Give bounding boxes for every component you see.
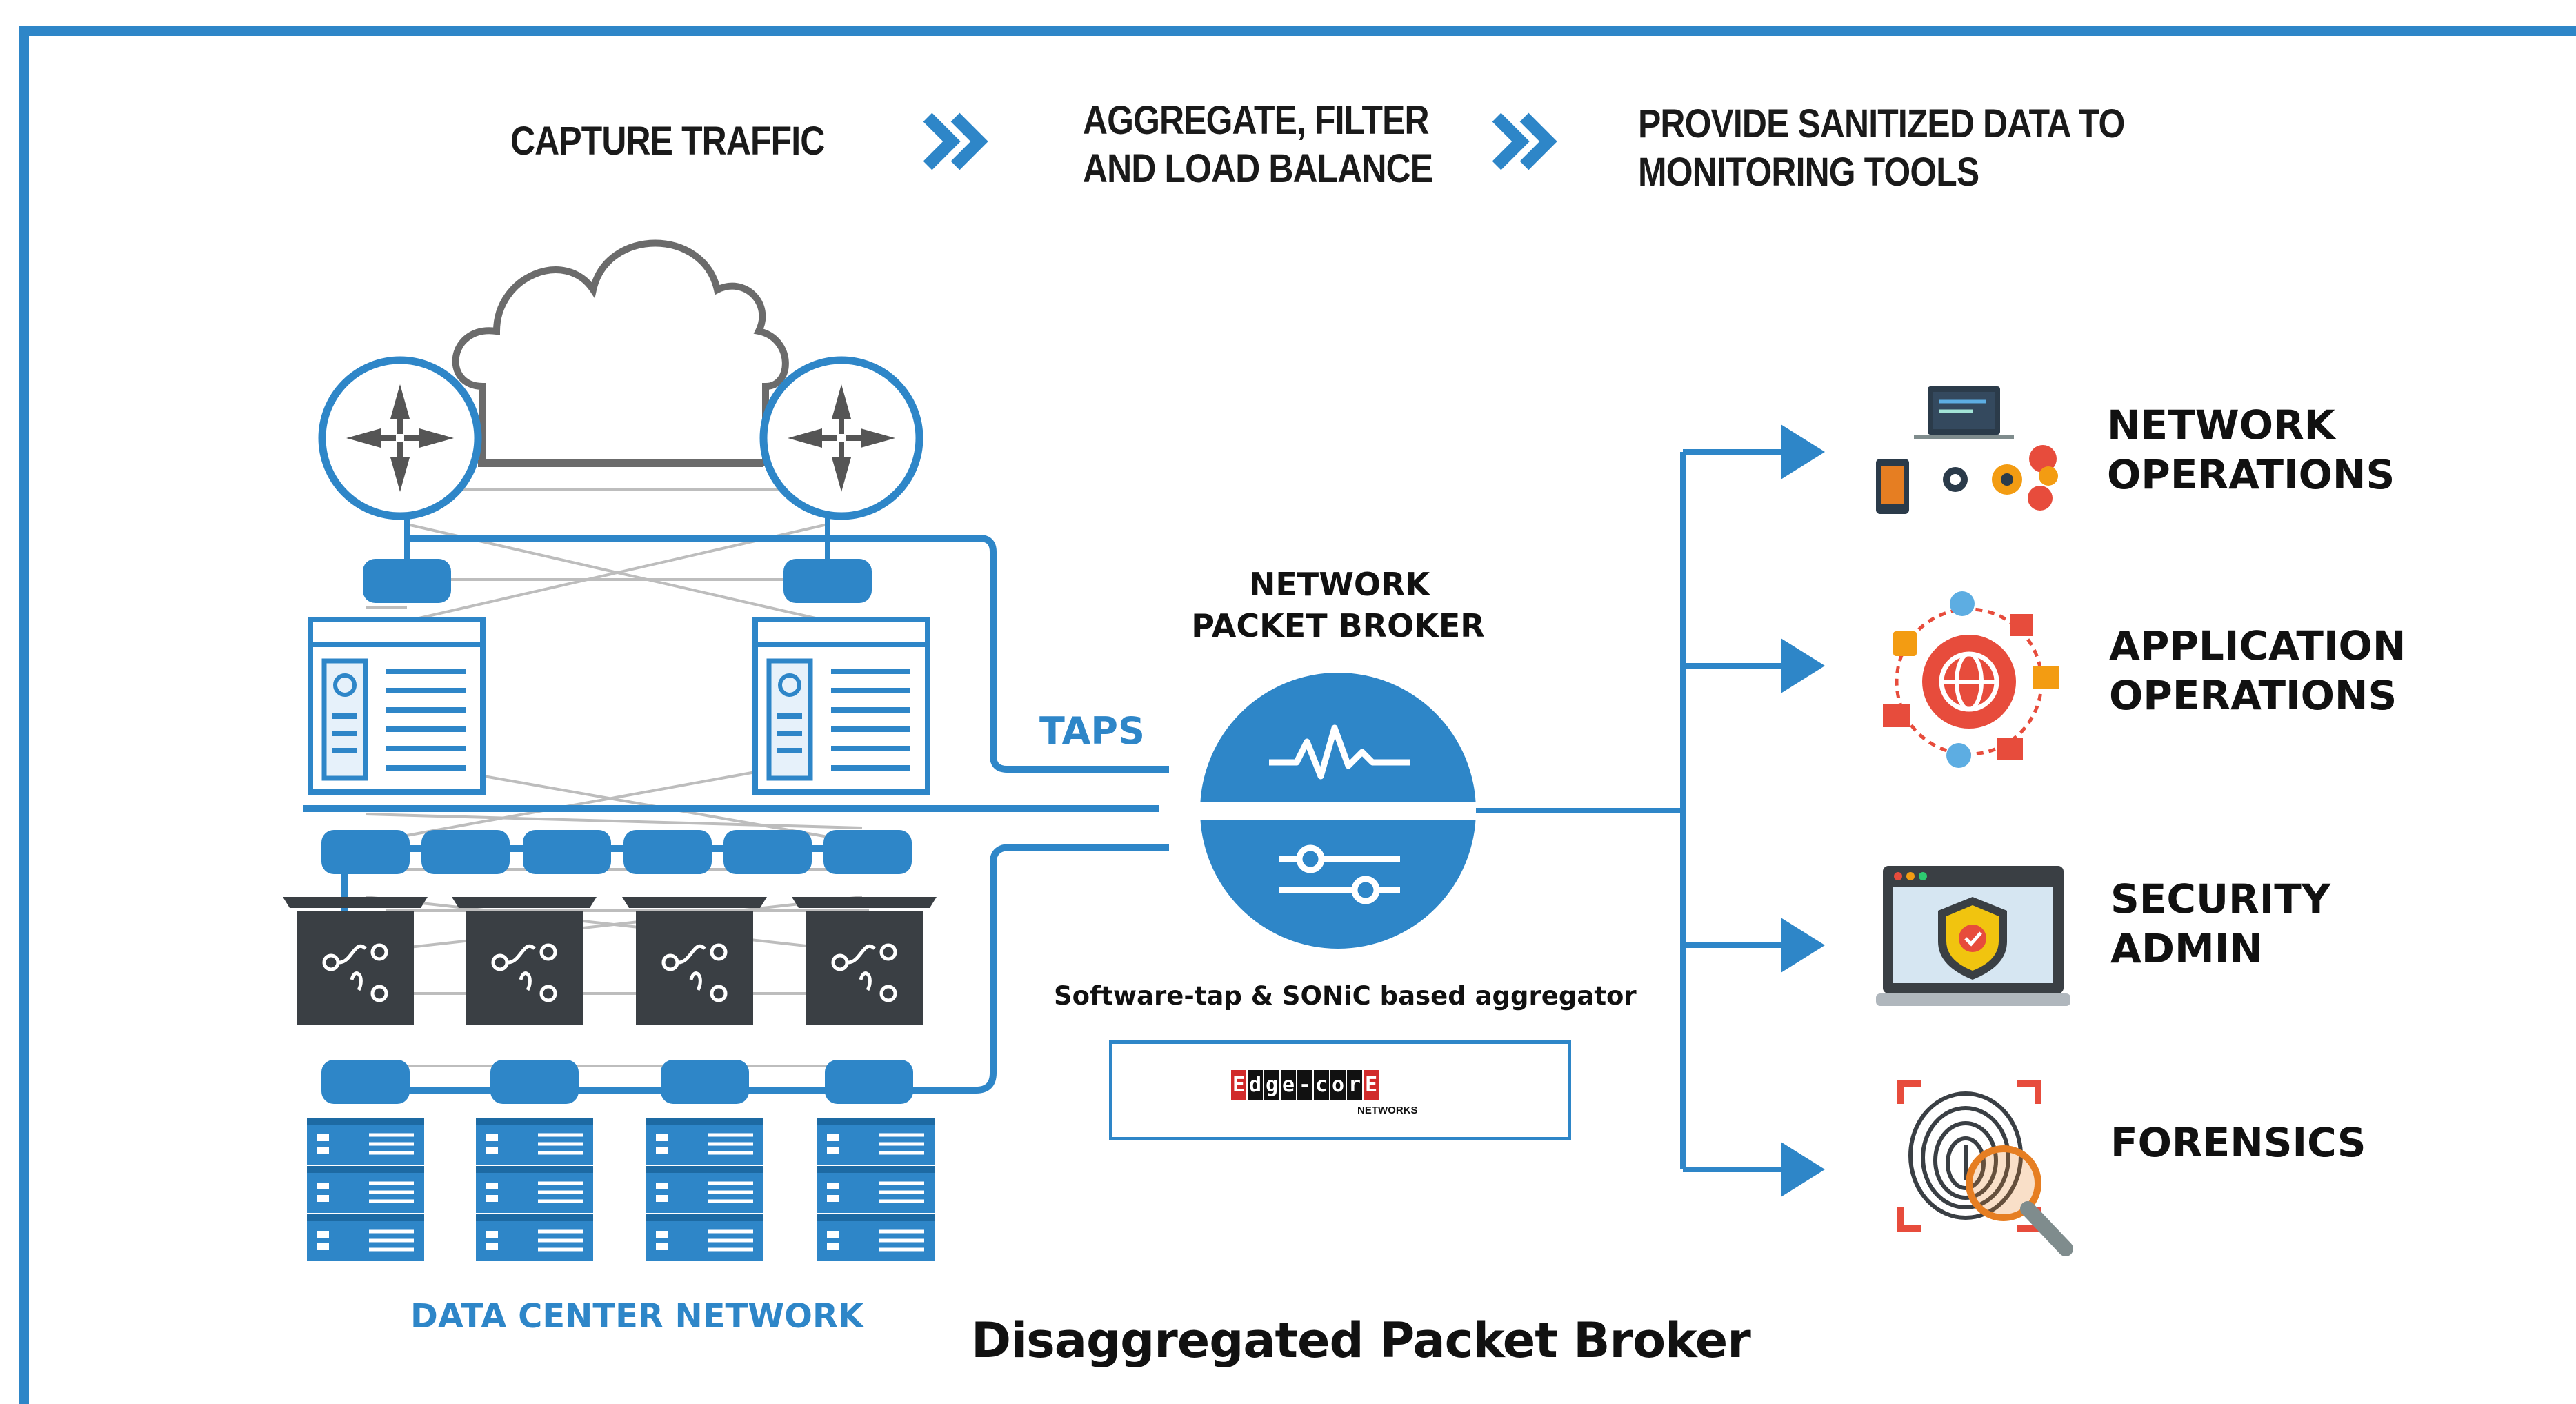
router-icon: [322, 360, 478, 516]
frame-left-border: [19, 26, 29, 1404]
step-capture-traffic: CAPTURE TRAFFIC: [510, 119, 825, 164]
switch-chip-icon: [792, 897, 937, 1025]
edgecore-subtext: NETWORKS: [1357, 1105, 1418, 1116]
spine-switch-icon: [310, 620, 483, 792]
output-label-app-ops-line1: APPLICATION: [2109, 622, 2406, 669]
output-label-app-ops-line2: OPERATIONS: [2109, 672, 2397, 719]
server-rack-icon: [817, 1118, 935, 1261]
data-center-label: DATA CENTER NETWORK: [410, 1297, 864, 1336]
output-label-security-line1: SECURITY: [2110, 876, 2330, 922]
server-rack-icon: [646, 1118, 763, 1261]
server-rack-icon: [307, 1118, 424, 1261]
sliders-icon: [1279, 844, 1400, 904]
port-pill: [783, 559, 872, 603]
shield-laptop-icon: [1876, 866, 2070, 1006]
frame-top-border: [19, 26, 2576, 36]
step-aggregate-line1: AGGREGATE, FILTER: [1083, 98, 1430, 143]
output-label-security-line2: ADMIN: [2110, 925, 2263, 972]
double-chevron-right-icon: [1492, 112, 1557, 170]
double-chevron-right-icon: [923, 112, 988, 170]
devices-icon: [1876, 386, 2058, 514]
broker-title-line1: NETWORK: [1248, 566, 1430, 603]
output-links: [1476, 424, 1825, 1197]
server-rack-icon: [476, 1118, 593, 1261]
broker-title-line2: PACKET BROKER: [1191, 607, 1485, 644]
broker-caption: Software-tap & SONiC based aggregator: [1054, 981, 1637, 1011]
switch-chip-icon: [452, 897, 597, 1025]
fingerprint-magnifier-icon: [1897, 1080, 2073, 1256]
output-label-network-ops-line1: NETWORK: [2107, 402, 2335, 448]
globe-apps-icon: [1883, 591, 2059, 768]
step-aggregate-line2: AND LOAD BALANCE: [1083, 146, 1433, 191]
router-icon: [763, 360, 919, 516]
port-pill: [363, 559, 451, 603]
step-provide-line2: MONITORING TOOLS: [1638, 150, 1979, 195]
output-label-network-ops-line2: OPERATIONS: [2107, 451, 2395, 498]
switch-chip-icon: [622, 897, 767, 1025]
taps-label: TAPS: [1039, 709, 1145, 753]
spine-switch-icon: [755, 620, 928, 792]
pulse-icon: [1269, 724, 1410, 780]
diagram-title: Disaggregated Packet Broker: [971, 1312, 1751, 1369]
cloud-icon: [452, 239, 789, 466]
packet-broker-icon: [1197, 673, 1479, 949]
step-provide-line1: PROVIDE SANITIZED DATA TO: [1638, 101, 2125, 146]
output-label-forensics: FORENSICS: [2110, 1119, 2366, 1166]
switch-chip-icon: [283, 897, 428, 1025]
